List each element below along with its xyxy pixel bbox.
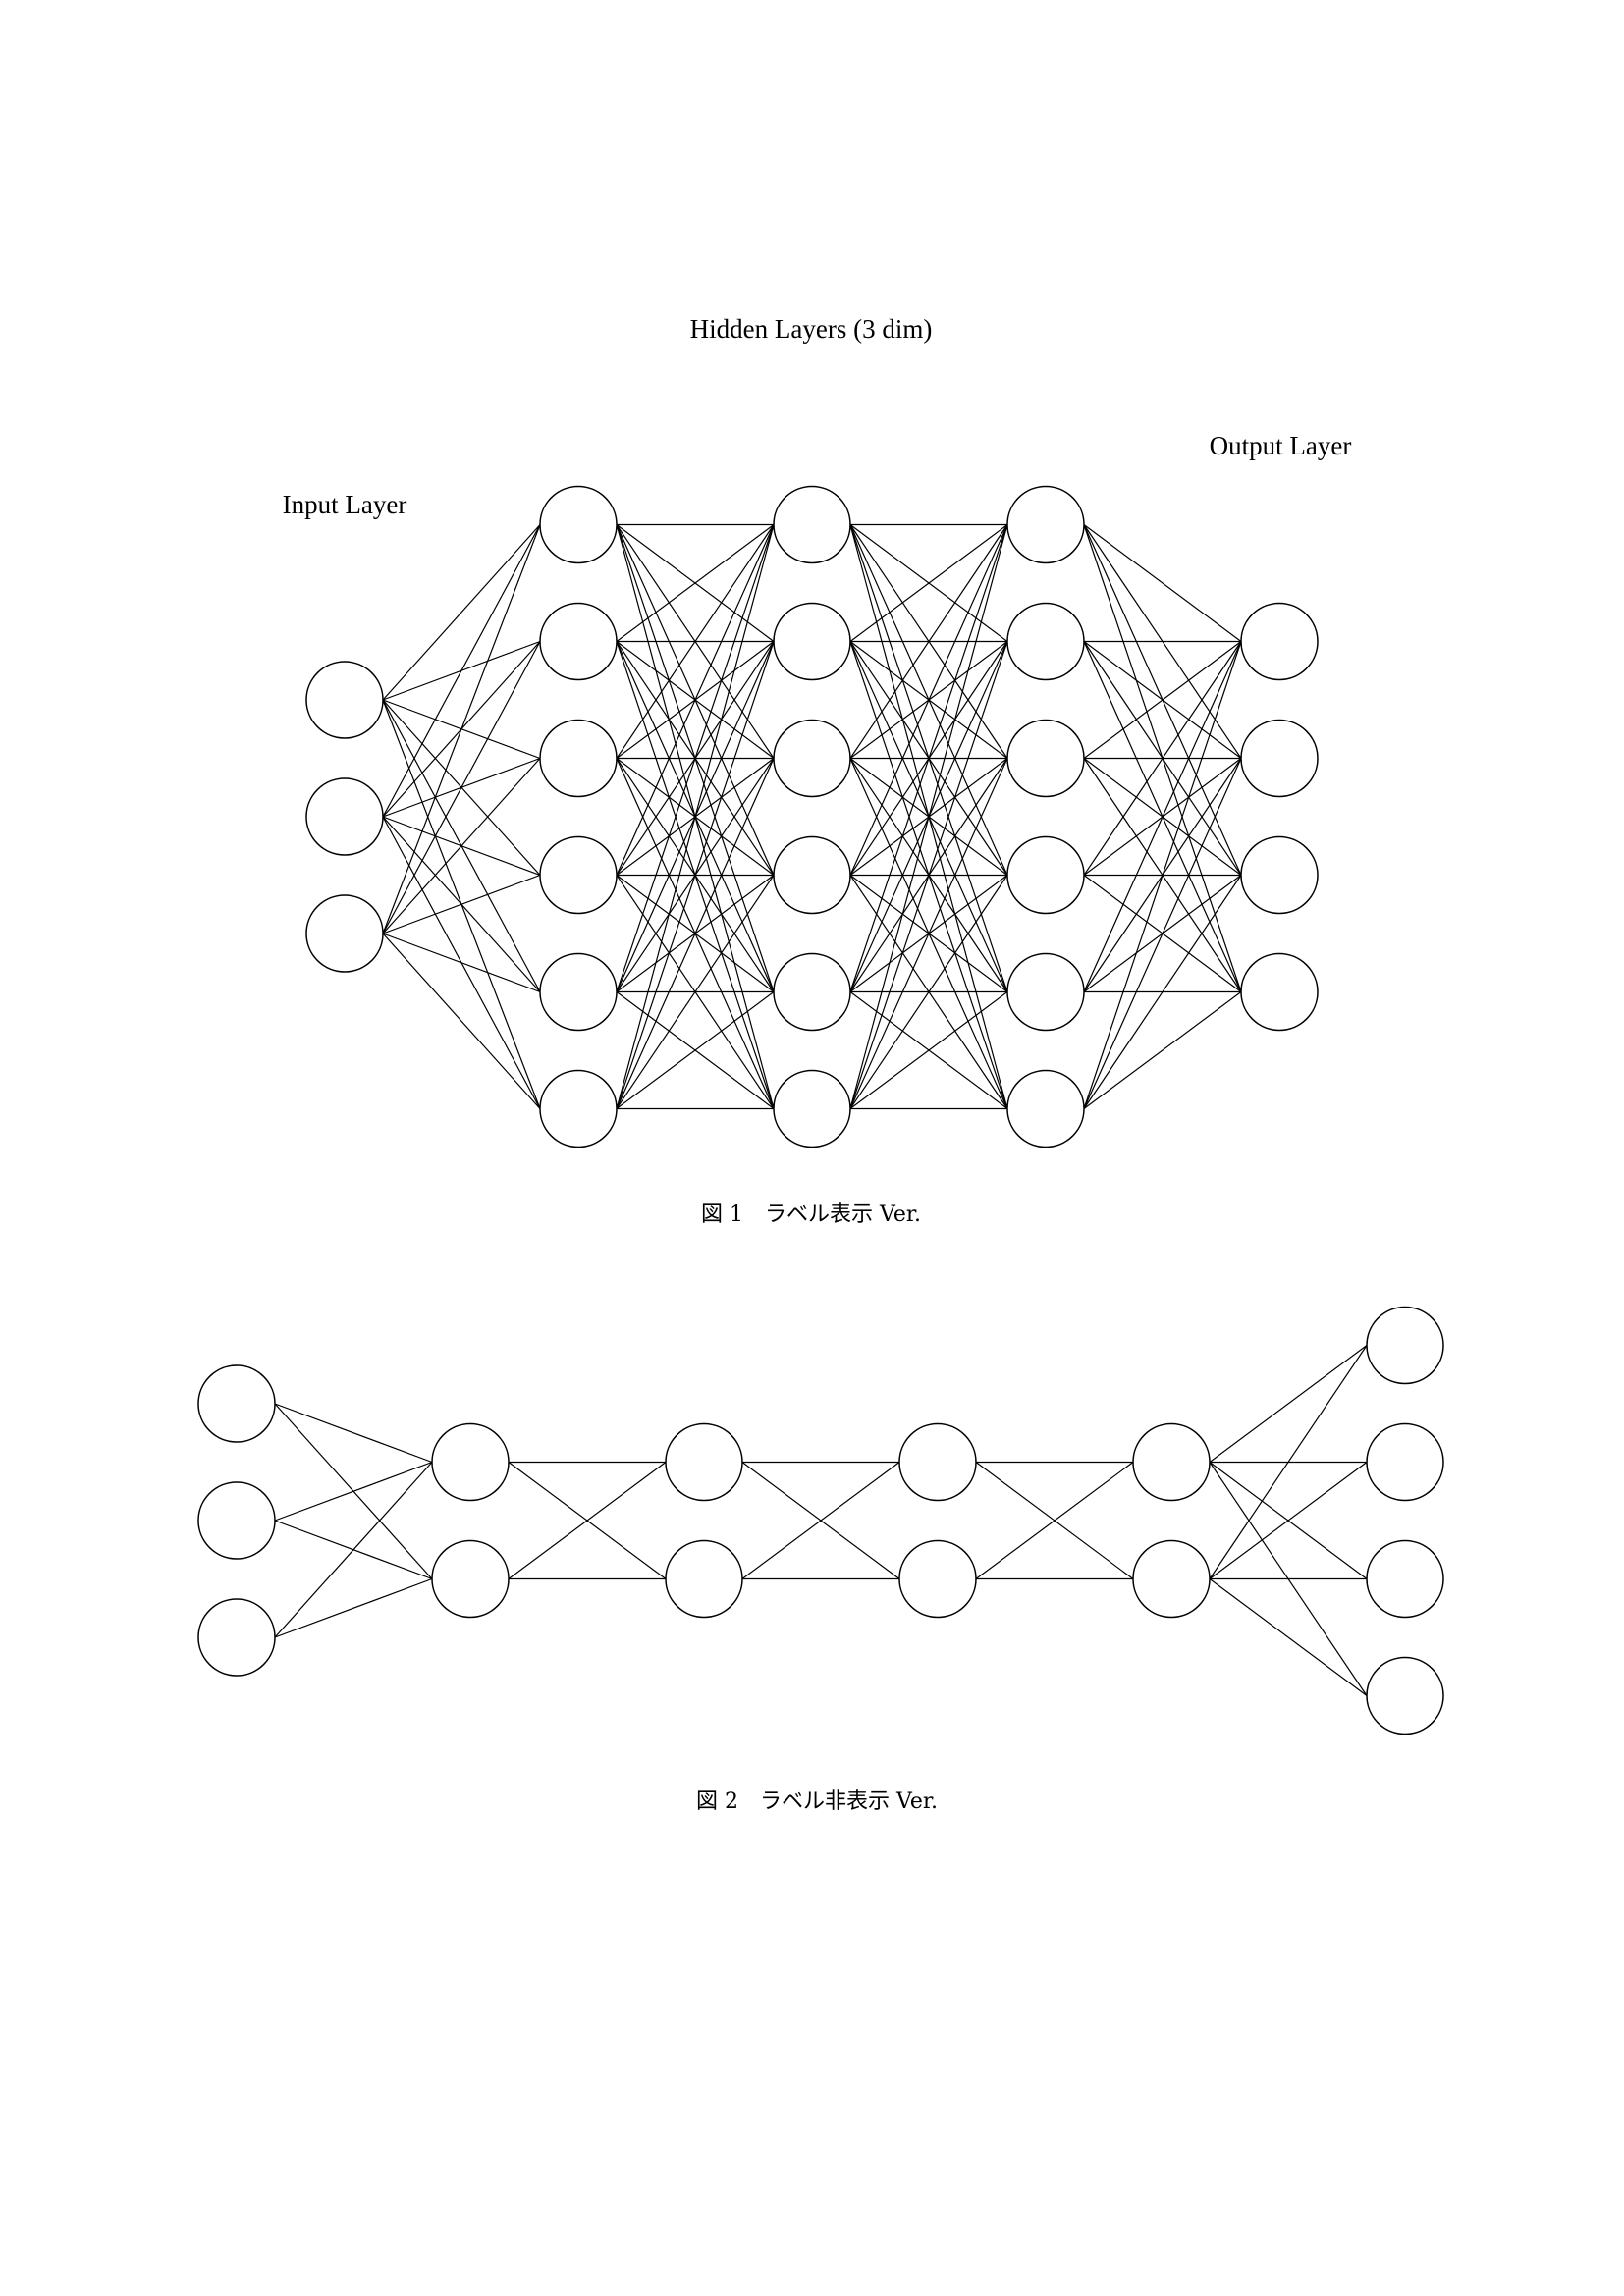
- figure1-node-hidden-1-6: [539, 1069, 618, 1148]
- figure1-node-hidden-2-1: [773, 485, 851, 564]
- figure1-edge-hidden-3-6-to-output-4: [1083, 991, 1242, 1109]
- figure1-edge-hidden-2-3-to-hidden-3-1: [849, 524, 1008, 759]
- figure1-edge-hidden-2-6-to-hidden-3-1: [849, 524, 1008, 1109]
- figure-2-nodes: [197, 1306, 1444, 1735]
- figure1-node-hidden-3-4: [1006, 835, 1085, 915]
- figure2-edge-hidden-1-2-to-hidden-2-1: [508, 1462, 667, 1579]
- figure1-edge-hidden-3-3-to-output-1: [1083, 641, 1242, 759]
- figure1-edge-hidden-1-6-to-hidden-2-1: [616, 524, 775, 1109]
- figure1-edge-hidden-1-4-to-hidden-2-1: [616, 524, 775, 876]
- figure2-edge-hidden-2-2-to-hidden-3-1: [741, 1462, 900, 1579]
- figure2-edge-hidden-4-2-to-output-4: [1209, 1578, 1368, 1696]
- figure2-node-output-3: [1366, 1539, 1444, 1619]
- figure1-edge-hidden-1-5-to-hidden-2-1: [616, 524, 775, 992]
- figure1-node-output-1: [1240, 602, 1319, 681]
- figure1-edge-hidden-3-4-to-output-1: [1083, 641, 1242, 876]
- figure2-node-output-2: [1366, 1422, 1444, 1502]
- figure2-node-hidden-3-1: [898, 1422, 977, 1502]
- figure1-edge-hidden-1-3-to-hidden-2-1: [616, 524, 775, 759]
- figure1-node-hidden-3-1: [1006, 485, 1085, 564]
- figure2-node-output-4: [1366, 1656, 1444, 1735]
- figure1-edge-hidden-2-6-to-hidden-3-3: [849, 758, 1008, 1109]
- figure2-edge-input-3-to-hidden-1-1: [274, 1462, 433, 1638]
- figure-2-edges: [274, 1345, 1368, 1696]
- figure1-node-input-1: [305, 661, 384, 739]
- figure-1-caption: 図 1 ラベル表示 Ver.: [701, 1202, 921, 1227]
- figure2-edge-hidden-3-2-to-hidden-4-1: [975, 1462, 1134, 1579]
- figure1-node-hidden-3-5: [1006, 952, 1085, 1032]
- figure1-node-hidden-2-4: [773, 835, 851, 915]
- figure2-node-output-1: [1366, 1306, 1444, 1385]
- figure2-node-hidden-1-2: [431, 1539, 510, 1619]
- figure2-edge-input-2-to-hidden-1-1: [274, 1461, 433, 1522]
- figure1-node-input-2: [305, 777, 384, 856]
- figure1-edge-input-3-to-hidden-1-4: [382, 874, 541, 934]
- figure-2-caption: 図 2 ラベル非表示 Ver.: [696, 1789, 938, 1814]
- figure1-edge-hidden-2-4-to-hidden-3-1: [849, 524, 1008, 876]
- figure1-edge-hidden-3-6-to-output-3: [1083, 875, 1242, 1109]
- figure1-edge-input-3-to-hidden-1-5: [382, 933, 541, 993]
- figure2-node-hidden-2-1: [665, 1422, 743, 1502]
- figure2-edge-hidden-4-2-to-output-1: [1209, 1345, 1368, 1579]
- figure2-node-hidden-4-1: [1132, 1422, 1211, 1502]
- figure1-edge-hidden-3-5-to-output-1: [1083, 641, 1242, 992]
- figure1-node-hidden-1-3: [539, 719, 618, 798]
- hidden-layers-label: Hidden Layers (3 dim): [690, 314, 933, 344]
- figure2-node-hidden-1-1: [431, 1422, 510, 1502]
- figure2-node-hidden-2-2: [665, 1539, 743, 1619]
- figure2-edge-input-3-to-hidden-1-2: [274, 1577, 433, 1638]
- figure1-edge-hidden-2-2-to-hidden-3-1: [849, 524, 1008, 642]
- figure1-node-hidden-1-1: [539, 485, 618, 564]
- figure1-edge-hidden-1-6-to-hidden-2-5: [616, 991, 775, 1109]
- figure1-edge-hidden-1-2-to-hidden-2-1: [616, 524, 775, 642]
- figure1-node-hidden-3-6: [1006, 1069, 1085, 1148]
- figure1-node-output-2: [1240, 719, 1319, 798]
- figure1-node-hidden-1-5: [539, 952, 618, 1032]
- figure1-edge-hidden-2-5-to-hidden-3-1: [849, 524, 1008, 992]
- figure1-edge-hidden-1-6-to-hidden-2-2: [616, 641, 775, 1109]
- input-layer-label: Input Layer: [283, 490, 407, 519]
- figure1-edge-hidden-3-1-to-output-1: [1083, 524, 1242, 642]
- figure2-node-input-3: [197, 1598, 276, 1677]
- figure-2-network: 図 2 ラベル非表示 Ver.: [197, 1306, 1444, 1814]
- figure1-node-hidden-3-2: [1006, 602, 1085, 681]
- figure2-edge-input-1-to-hidden-1-1: [274, 1403, 433, 1464]
- figure1-node-hidden-2-6: [773, 1069, 851, 1148]
- figure-1-edges: [382, 523, 1242, 1110]
- figure-1-network: Hidden Layers (3 dim) Output Layer Input…: [283, 314, 1352, 1227]
- figure1-edge-input-2-to-hidden-1-1: [382, 524, 541, 818]
- figure1-edge-hidden-1-6-to-hidden-2-3: [616, 758, 775, 1109]
- figure1-edge-hidden-3-6-to-output-1: [1083, 641, 1242, 1109]
- figure1-node-hidden-1-4: [539, 835, 618, 915]
- figure1-edge-input-1-to-hidden-1-1: [382, 524, 541, 701]
- figure1-edge-input-3-to-hidden-1-6: [382, 933, 541, 1109]
- output-layer-label: Output Layer: [1210, 431, 1352, 460]
- figure1-edge-input-3-to-hidden-1-3: [382, 758, 541, 934]
- figure2-node-hidden-3-2: [898, 1539, 977, 1619]
- figure2-edge-hidden-4-1-to-output-1: [1209, 1345, 1368, 1463]
- figure1-edge-input-3-to-hidden-1-1: [382, 524, 541, 934]
- figure2-node-input-2: [197, 1481, 276, 1560]
- figure1-node-hidden-1-2: [539, 602, 618, 681]
- figure1-node-hidden-2-2: [773, 602, 851, 681]
- figure1-edge-hidden-1-6-to-hidden-2-4: [616, 875, 775, 1109]
- figure-1-nodes: [305, 485, 1319, 1148]
- figure1-edge-hidden-3-6-to-output-2: [1083, 758, 1242, 1109]
- figure2-node-input-1: [197, 1364, 276, 1443]
- figure1-node-output-4: [1240, 952, 1319, 1032]
- figure1-edge-hidden-2-6-to-hidden-3-5: [849, 991, 1008, 1109]
- figure1-node-hidden-3-3: [1006, 719, 1085, 798]
- figure1-node-input-3: [305, 894, 384, 973]
- figure1-node-hidden-2-3: [773, 719, 851, 798]
- figure1-node-output-3: [1240, 835, 1319, 915]
- figure1-edge-hidden-2-6-to-hidden-3-2: [849, 641, 1008, 1109]
- figure2-node-hidden-4-2: [1132, 1539, 1211, 1619]
- figure2-edge-hidden-4-2-to-output-2: [1209, 1462, 1368, 1579]
- figure1-node-hidden-2-5: [773, 952, 851, 1032]
- figure1-edge-hidden-2-6-to-hidden-3-4: [849, 875, 1008, 1109]
- figure1-edge-input-3-to-hidden-1-2: [382, 641, 541, 934]
